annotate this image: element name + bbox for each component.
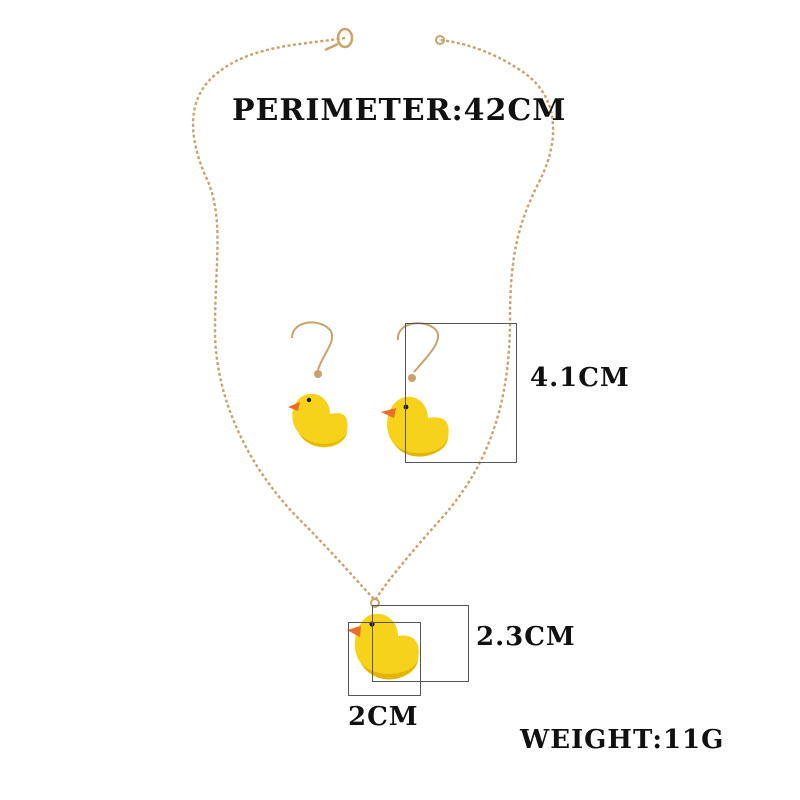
- pendant-duck: [347, 613, 419, 680]
- pendant-height-label: 2.3CM: [476, 622, 576, 652]
- pendant-width-measure-box: [348, 622, 421, 696]
- pendant-width-label: 2CM: [348, 702, 419, 732]
- earring-right-duck: [381, 396, 449, 457]
- perimeter-label: PERIMETER:42CM: [232, 93, 567, 128]
- earring-left-duck: [288, 393, 348, 448]
- earring-measure-box: [405, 323, 517, 463]
- pendant: [347, 598, 419, 680]
- weight-label: WEIGHT:11G: [520, 725, 725, 755]
- chain-clasp: [324, 27, 445, 52]
- earring-height-label: 4.1CM: [530, 363, 630, 393]
- earring-left: [288, 321, 348, 448]
- necklace-chain: [191, 36, 555, 602]
- earring-right: [381, 322, 449, 457]
